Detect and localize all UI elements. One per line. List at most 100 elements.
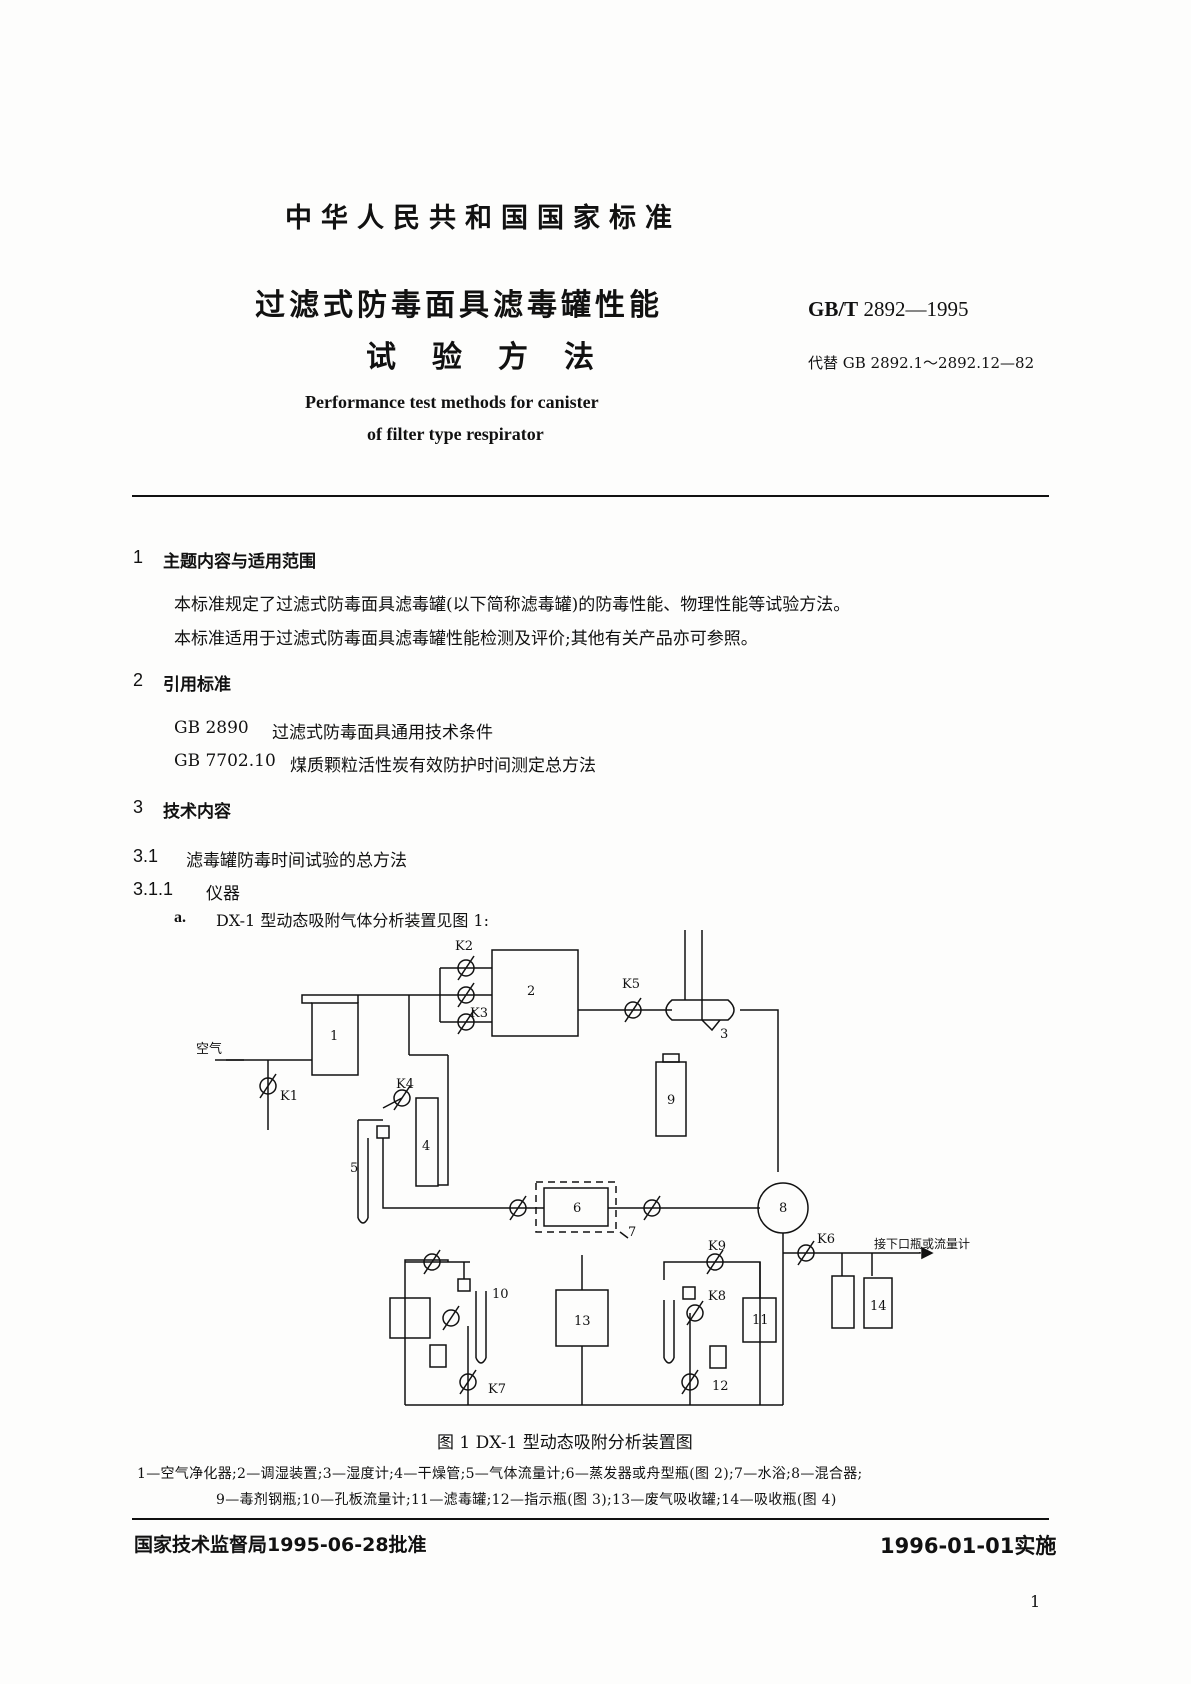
reference-name: 过滤式防毒面具通用技术条件 bbox=[272, 723, 493, 743]
title-cn-line1: 过滤式防毒面具滤毒罐性能 bbox=[255, 288, 663, 323]
title-en-line1: Performance test methods for canister bbox=[305, 392, 599, 412]
label-k7: K7 bbox=[488, 1382, 506, 1397]
section3-title: 技术内容 bbox=[163, 802, 231, 822]
label-n5: 5 bbox=[350, 1161, 358, 1176]
evaporator-feed-line bbox=[382, 1138, 510, 1209]
hygrometer-vessel bbox=[665, 999, 735, 1021]
valve-k7-icon bbox=[459, 1369, 477, 1395]
section3-number: 3 bbox=[133, 797, 144, 817]
hygrometer-bulb bbox=[701, 1019, 721, 1032]
label-n1: 1 bbox=[330, 1029, 338, 1044]
item-a-text: DX-1 型动态吸附气体分析装置见图 1: bbox=[216, 911, 489, 930]
label-n13: 13 bbox=[574, 1314, 591, 1329]
section1-number: 1 bbox=[133, 547, 144, 567]
purifier-outlet-line bbox=[301, 994, 440, 1004]
label-k5: K5 bbox=[622, 977, 640, 992]
orifice-meter-block bbox=[457, 1278, 471, 1292]
section2-title: 引用标准 bbox=[163, 675, 231, 695]
absorption-bottle-a bbox=[831, 1275, 855, 1329]
outlet-arrow-icon bbox=[921, 1246, 934, 1260]
label-n2: 2 bbox=[527, 984, 535, 999]
title-cn-line2: 试验方法 bbox=[366, 340, 630, 375]
valve-left-mid-icon bbox=[442, 1305, 460, 1331]
left-box bbox=[389, 1297, 431, 1339]
valve-k5-icon bbox=[624, 997, 642, 1023]
left-small-bottle bbox=[429, 1344, 447, 1368]
valve-k4-icon bbox=[393, 1085, 411, 1111]
reference-code: GB 2890 bbox=[174, 718, 249, 738]
indicator-u-bend bbox=[663, 1357, 675, 1364]
header-divider bbox=[132, 495, 1049, 497]
title-en-line2: of filter type respirator bbox=[367, 424, 544, 444]
label-n7: 7 bbox=[628, 1225, 636, 1240]
label-n4: 4 bbox=[422, 1139, 430, 1154]
section2-number: 2 bbox=[133, 670, 144, 690]
valve-k8-icon bbox=[686, 1300, 704, 1326]
label-n10: 10 bbox=[492, 1287, 509, 1302]
section1-paragraph1: 本标准规定了过滤式防毒面具滤毒罐(以下简称滤毒罐)的防毒性能、物理性能等试验方法… bbox=[174, 595, 851, 615]
valve-evap-in-icon bbox=[509, 1195, 527, 1221]
valve-k6-icon bbox=[797, 1240, 815, 1266]
valve-k2-icon bbox=[457, 955, 475, 981]
section311-number: 3.1.1 bbox=[133, 879, 174, 899]
replaces-note: 代替 GB 2892.1～2892.12—82 bbox=[808, 354, 1035, 372]
k4-link bbox=[382, 1097, 403, 1109]
section31-number: 3.1 bbox=[133, 846, 159, 866]
evaporator-box bbox=[543, 1187, 609, 1227]
dryer-side-line bbox=[438, 1055, 449, 1186]
reference-name: 煤质颗粒活性炭有效防护时间测定总方法 bbox=[290, 756, 596, 776]
left-loop-line bbox=[404, 1259, 449, 1405]
footer-divider bbox=[132, 1518, 1049, 1520]
valve-k12-icon bbox=[681, 1369, 699, 1395]
flowmeter-block bbox=[376, 1125, 390, 1139]
valve-left-top-icon bbox=[423, 1249, 441, 1275]
standard-number: GB/T 2892—1995 bbox=[808, 297, 968, 322]
label-n14: 14 bbox=[870, 1299, 887, 1314]
label-air: 空气 bbox=[196, 1041, 222, 1057]
reference-code: GB 7702.10 bbox=[174, 751, 276, 771]
label-n6: 6 bbox=[573, 1201, 581, 1216]
label-k2: K2 bbox=[455, 939, 473, 954]
page-number: 1 bbox=[1030, 1592, 1041, 1611]
national-standard-heading: 中华人民共和国国家标准 bbox=[285, 203, 681, 234]
item-a-marker: a. bbox=[174, 909, 186, 926]
approval-date: 国家技术监督局1995-06-28批准 bbox=[134, 1534, 427, 1556]
label-n9: 9 bbox=[667, 1093, 675, 1108]
apparatus-diagram: 空气 K1 K2 K3 K4 K5 K6 K7 K8 K9 1 2 3 4 5 … bbox=[196, 930, 970, 1406]
figure-caption: 图 1 DX-1 型动态吸附分析装置图 bbox=[437, 1433, 693, 1453]
valve-mid-icon bbox=[457, 982, 475, 1008]
label-n3: 3 bbox=[720, 1027, 728, 1042]
section311-title: 仪器 bbox=[206, 884, 240, 904]
label-k3: K3 bbox=[470, 1006, 488, 1021]
k6-line bbox=[783, 1252, 921, 1254]
valve-k3-icon bbox=[457, 1009, 475, 1035]
indicator-block bbox=[682, 1286, 696, 1300]
figure-legend-line2: 9—毒剂钢瓶;10—孔板流量计;11—滤毒罐;12—指示瓶(图 3);13—废气… bbox=[216, 1492, 837, 1508]
figure-legend-line1: 1—空气净化器;2—调湿装置;3—湿度计;4—干燥管;5—气体流量计;6—蒸发器… bbox=[137, 1466, 863, 1482]
label-n11: 11 bbox=[752, 1313, 769, 1328]
water-bath-pointer bbox=[619, 1231, 629, 1239]
label-k6: K6 bbox=[817, 1232, 835, 1247]
indicator-small-bottle bbox=[709, 1345, 727, 1369]
dryer-tube bbox=[415, 1097, 439, 1187]
section31-title: 滤毒罐防毒时间试验的总方法 bbox=[186, 851, 407, 871]
humidifier-box bbox=[491, 949, 579, 1037]
effective-date: 1996-01-01实施 bbox=[880, 1534, 1057, 1558]
right-loop-line bbox=[663, 1261, 761, 1405]
standard-code: 2892—1995 bbox=[863, 297, 969, 321]
valve-k9-icon bbox=[706, 1249, 724, 1275]
label-n8: 8 bbox=[779, 1201, 787, 1216]
label-k4: K4 bbox=[396, 1077, 414, 1092]
air-purifier-box bbox=[311, 1002, 359, 1076]
valve-evap-out-icon bbox=[643, 1195, 661, 1221]
absorption-bottle-b bbox=[863, 1277, 893, 1329]
label-k8: K8 bbox=[708, 1289, 726, 1304]
flowmeter-u-bend bbox=[357, 1217, 369, 1224]
label-k9: K9 bbox=[708, 1239, 726, 1254]
valve-k1-icon bbox=[259, 1073, 277, 1099]
standard-prefix: GB/T bbox=[808, 297, 859, 321]
orifice-u-bend bbox=[475, 1357, 487, 1364]
label-n12: 12 bbox=[712, 1379, 729, 1394]
hygrometer-to-mixer-line bbox=[740, 1009, 779, 1172]
water-bath bbox=[535, 1181, 617, 1233]
